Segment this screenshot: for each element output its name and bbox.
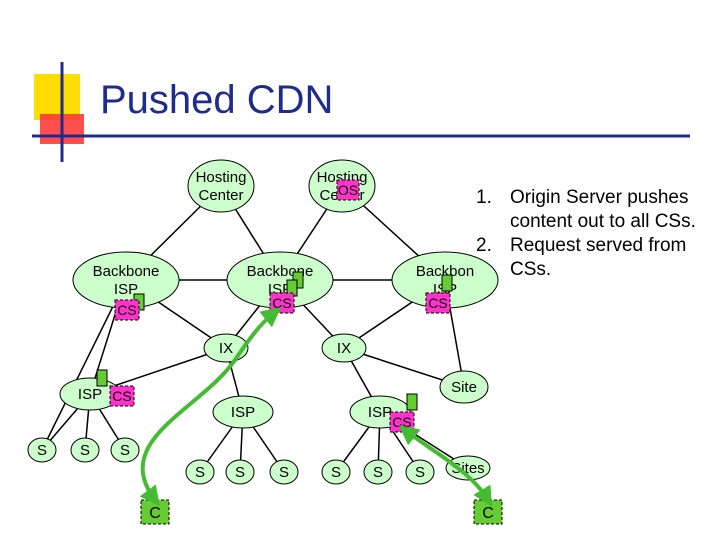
box-cs5: CS [389,411,415,433]
node-label: S [331,464,341,481]
node-label: S [195,464,205,481]
client-label: C [149,505,161,522]
node-shape [321,333,367,363]
request-path-arrow [398,425,493,507]
node-label: ISP [114,281,138,298]
box-label: CS [112,388,131,404]
box-os: OS [336,179,360,201]
node-label: S [37,442,47,459]
client-label: C [482,505,494,522]
node-label: Center [198,187,243,204]
node-s2: S [70,437,100,463]
slide-title: Pushed CDN [100,78,334,122]
box-cs3: CS [425,292,451,314]
network-link [41,279,127,451]
node-label: S [120,442,130,459]
note-text: Origin Server pushes content out to all … [510,187,696,232]
note-item: 1. Origin Server pushes content out to a… [476,186,716,234]
client-c1: C [140,499,170,525]
node-shape [70,437,100,463]
server-block [96,369,108,387]
box-shape [114,299,140,321]
request-path-arrow [139,307,282,507]
node-s3: S [110,437,140,463]
node-label: ISP [231,404,255,421]
note-number: 2. [476,235,492,256]
node-label: Backbone [93,263,160,280]
node-shape [321,459,351,485]
box-shape [336,179,360,201]
box-label: CS [272,295,291,311]
node-s1: S [27,437,57,463]
node-s9: S [405,459,435,485]
node-isp2: ISP [212,395,274,429]
node-label: Backbon [416,263,474,280]
box-shape [425,292,451,314]
box-cs4: CS [109,385,135,407]
node-shape [187,159,255,213]
node-s8: S [363,459,393,485]
node-label: Site [451,379,477,396]
node-ix2: IX [321,333,367,363]
node-label: Hosting [196,169,247,186]
notes-list: 1. Origin Server pushes content out to a… [476,186,716,282]
node-site: Site [439,370,489,404]
node-label: IX [219,340,233,357]
node-shape [439,370,489,404]
deco-yellow-square [34,74,80,120]
client-c2: C [473,499,503,525]
node-s5: S [225,459,255,485]
note-text: Request served from CSs. [510,235,687,280]
node-s4: S [185,459,215,485]
node-label: S [235,464,245,481]
node-label: IX [337,340,351,357]
note-number: 1. [476,187,492,208]
box-shape [109,385,135,407]
node-shape [27,437,57,463]
box-cs2: CS [269,292,295,314]
note-item: 2. Request served from CSs. [476,234,716,282]
box-label: CS [428,295,447,311]
node-label: S [80,442,90,459]
node-shape [363,459,393,485]
node-label: S [415,464,425,481]
node-label: ISP [368,404,392,421]
node-s7: S [321,459,351,485]
node-shape [110,437,140,463]
server-block [406,393,418,411]
box-cs1: CS [114,299,140,321]
box-label: CS [117,302,136,318]
box-label: OS [338,182,358,198]
box-label: CS [392,414,411,430]
node-label: S [279,464,289,481]
title-decoration [32,62,690,162]
server-block [441,274,453,292]
node-label: ISP [78,386,102,403]
node-s6: S [269,459,299,485]
node-label: S [373,464,383,481]
